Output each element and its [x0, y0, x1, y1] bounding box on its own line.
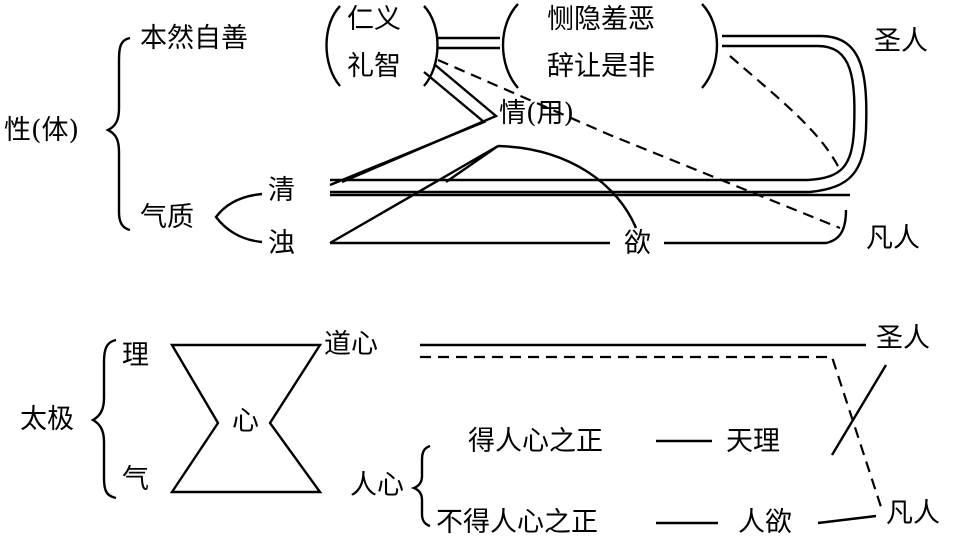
label-bu-de-zheng: 不得人心之正 — [436, 507, 598, 538]
label-renxin: 人心 — [350, 470, 404, 501]
label-turbid: 浊 — [268, 228, 295, 259]
label-qi: 气 — [122, 464, 149, 495]
label-emotion: 情(用) — [499, 98, 575, 129]
label-feelings-line1: 恻隐羞恶 — [547, 4, 655, 35]
label-de-zheng: 得人心之正 — [468, 426, 603, 457]
label-daoxin: 道心 — [324, 329, 378, 360]
dash-virtues-ordinary — [437, 58, 841, 230]
label-heart: 心 — [232, 406, 259, 437]
fork-qizhi — [214, 192, 263, 244]
hourglass-heart — [169, 343, 323, 494]
dash-renyu-right — [817, 514, 877, 525]
paren-feelings-left — [501, 3, 519, 89]
label-feelings-line2: 辞让是非 — [547, 51, 655, 82]
sage-loop-outer — [330, 34, 868, 194]
label-tianli: 天理 — [726, 426, 780, 457]
line-desire-ordinary — [664, 209, 848, 245]
label-qizhi: 气质 — [140, 202, 194, 233]
label-sage-bottom: 圣人 — [876, 323, 930, 354]
label-sage-top: 圣人 — [874, 26, 928, 57]
slant-sage — [830, 364, 888, 456]
arc-emotion-desire — [497, 144, 638, 229]
label-virtues-line1: 仁义 — [347, 4, 401, 35]
link-virtues-feelings — [438, 36, 500, 50]
label-virtues-line2: 礼智 — [347, 51, 401, 82]
label-renyu: 人欲 — [738, 507, 792, 538]
paren-feelings-right — [701, 3, 719, 89]
label-original-good: 本然自善 — [140, 23, 248, 54]
label-ordinary-bottom: 凡人 — [886, 498, 940, 529]
label-clear: 清 — [268, 175, 295, 206]
label-ordinary-top: 凡人 — [866, 223, 920, 254]
triangle-clear-turbid — [329, 144, 850, 245]
paren-virtues-right — [423, 5, 439, 87]
label-desire: 欲 — [624, 228, 651, 259]
brace-nature — [105, 36, 131, 232]
dash-feelings-ordinary — [729, 55, 841, 171]
brace-renxin — [410, 444, 431, 528]
brace-taiji — [90, 338, 117, 500]
label-nature: 性(体) — [4, 115, 80, 146]
paren-virtues-left — [325, 5, 341, 87]
sage-loop-inner — [330, 44, 856, 182]
label-taiji: 太极 — [20, 404, 74, 435]
zigzag-inner — [341, 63, 499, 184]
label-li: 理 — [122, 340, 149, 371]
